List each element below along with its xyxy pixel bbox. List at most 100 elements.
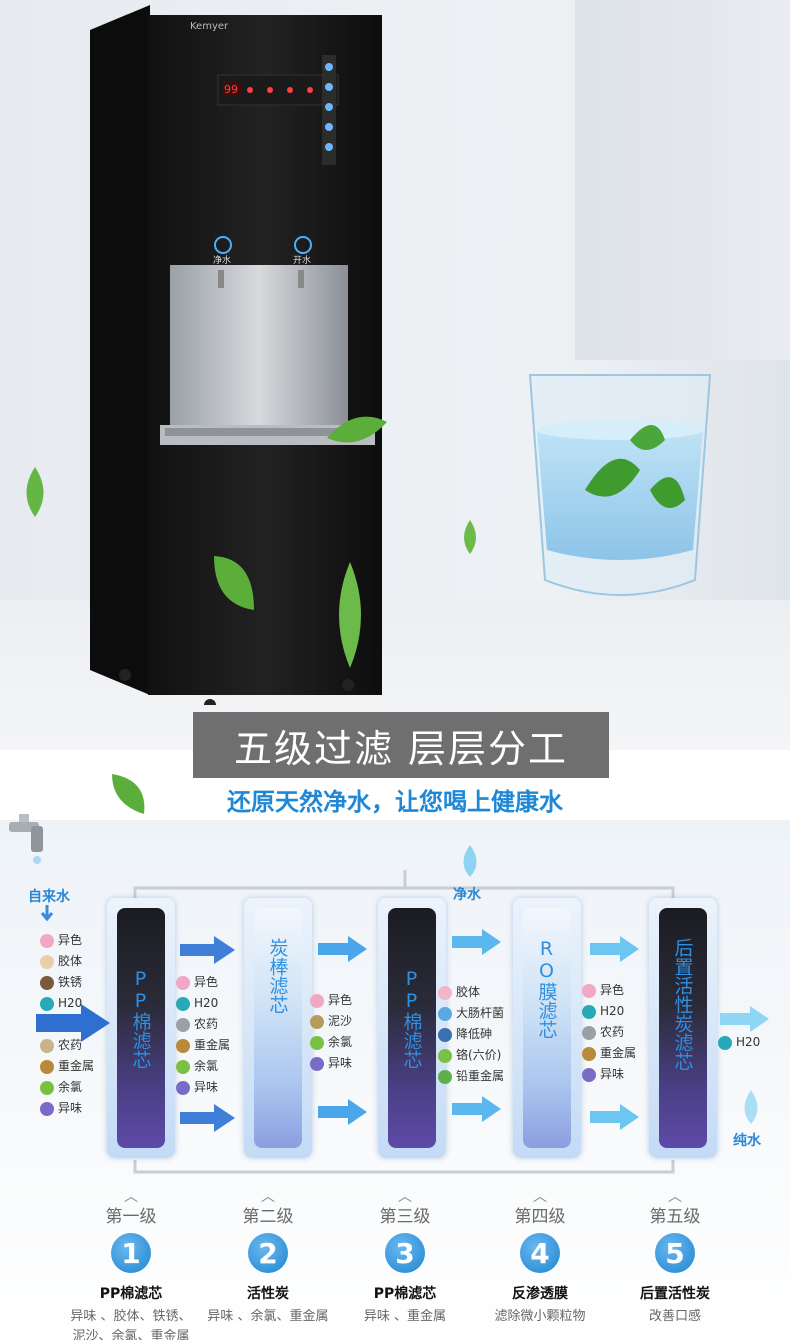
filter-1: PP棉滤芯 [107,898,175,1158]
stage-4: ︿ 第四级 4 反渗透膜 滤除微小颗粒物 [475,1186,605,1327]
list-item-label: 农药 [58,1038,83,1052]
list-item: 异色 [176,972,230,993]
list-item: 异色 [40,930,94,951]
hero-section: 99 Kemyer 净水 开水 [0,0,790,750]
caret-up-icon: ︿ [261,1189,275,1205]
water-molecule-icon [582,1004,596,1019]
list-item-label: 铅重金属 [456,1069,505,1083]
stage-filter-desc: 改善口感 [648,1309,701,1324]
leaf-icon [327,416,387,443]
stage-filter-name: 后置活性炭 [640,1286,710,1302]
list-item-label: 异色 [328,993,353,1007]
list-item-label: 大肠杆菌 [456,1006,505,1020]
filter-core: RO膜滤芯 [523,908,571,1148]
hot-water-label: 开水 [293,254,311,266]
filter-core: PP棉滤芯 [117,908,165,1148]
stage-number: 1 [111,1233,151,1273]
water-dispenser-image: 99 Kemyer 净水 开水 [90,5,382,705]
list-item-label: 农药 [600,1025,625,1039]
odor-icon [582,1067,596,1082]
list-item-label: 异味 [600,1067,625,1081]
stage-filter-desc: 异味 、余氯、重金属 [207,1309,329,1324]
water-drop-icon [463,845,477,877]
impurity-list-3: 异色 泥沙 余氯 异味 [310,990,352,1074]
headline: 五级过滤 层层分工 [193,712,609,778]
filter-core: 后置活性炭滤芯 [659,908,707,1148]
pesticide-icon [40,1038,54,1053]
subheadline: 还原天然净水，让您喝上健康水 [227,788,563,816]
list-item: 降低砷 [438,1024,504,1045]
stage-filter-name: PP棉滤芯 [373,1286,437,1302]
list-item: 铅重金属 [438,1066,504,1087]
arrow-right-icon [720,1006,769,1032]
list-item-label: 余氯 [58,1080,83,1094]
list-item: 重金属 [40,1056,94,1077]
filter-core-label: PP棉滤芯 [400,968,423,1069]
stage-filter-name: PP棉滤芯 [99,1286,163,1302]
list-item-label: 胶体 [58,954,83,968]
filter-core-label: 后置活性炭滤芯 [671,938,694,1071]
water-molecule-icon [40,996,54,1011]
caret-up-icon: ︿ [398,1189,412,1205]
filter-core-label: PP棉滤芯 [129,968,152,1069]
list-item: 大肠杆菌 [438,1003,504,1024]
wall-panel [575,0,790,360]
list-item-label: 铁锈 [58,975,83,989]
filter-2: 炭棒滤芯 [244,898,312,1158]
pigment-icon [40,933,54,948]
stage-level: 第一级 [105,1207,157,1227]
heavy-metal-icon [40,1059,54,1074]
pigment-icon [310,993,324,1008]
list-item: 胶体 [438,982,504,1003]
odor-icon [310,1056,324,1071]
heavy-metal-icon [582,1046,596,1061]
water-molecule-icon [176,996,190,1011]
stage-level: 第五级 [649,1207,701,1227]
list-item: 重金属 [176,1035,230,1056]
clean-water-flow-label: 净水 [453,887,481,903]
list-item: 异色 [310,990,352,1011]
arrow-down-icon [40,905,54,922]
arrow-right-icon [36,1004,110,1042]
stage-3: ︿ 第三级 3 PP棉滤芯 异味 、重金属 [340,1186,470,1327]
stage-level: 第二级 [242,1207,294,1227]
arrow-right-icon [180,936,235,964]
stage-number: 5 [655,1233,695,1273]
stage-level: 第三级 [379,1207,431,1227]
arrow-right-icon [590,1104,639,1130]
list-item-label: 余氯 [328,1035,353,1049]
water-molecule-icon [718,1035,732,1050]
arrow-right-icon [318,936,367,962]
list-item-label: 泥沙 [328,1014,353,1028]
filter-3: PP棉滤芯 [378,898,446,1158]
list-item: 异味 [582,1064,636,1085]
pigment-icon [582,983,596,998]
chlorine-icon [310,1035,324,1050]
rust-icon [40,975,54,990]
arrow-right-icon [180,1104,235,1132]
stage-5: ︿ 第五级 5 后置活性炭 改善口感 [610,1186,740,1327]
impurity-list-1: 异色 胶体 铁锈 H20 泥沙 农药 重金属 余氯 异味 [40,930,94,1119]
odor-icon [40,1101,54,1116]
list-item: 异色 [582,980,636,1001]
leaf-icon [464,520,476,554]
list-item-label: 重金属 [58,1059,95,1073]
list-item: 农药 [582,1022,636,1043]
colloid-icon [438,985,452,1000]
list-item: 农药 [176,1014,230,1035]
list-item: 余氯 [176,1056,230,1077]
list-item: 余氯 [40,1077,94,1098]
list-item-label: 重金属 [194,1038,231,1052]
faucet-icon [9,814,43,864]
list-item-label: 异色 [194,975,219,989]
list-item-label: 异味 [58,1101,83,1115]
chlorine-icon [176,1059,190,1074]
list-item-label: H20 [58,996,83,1010]
impurity-list-2: 异色 H20 农药 重金属 余氯 异味 [176,972,230,1098]
flow-connector-lines [133,870,675,1174]
impurity-list-4: 胶体 大肠杆菌 降低砷 铬(六价) 铅重金属 [438,982,504,1087]
caret-up-icon: ︿ [533,1189,547,1205]
arrow-right-icon [452,1096,501,1122]
list-item-label: 异味 [328,1056,353,1070]
list-item-label: 降低砷 [456,1027,493,1041]
